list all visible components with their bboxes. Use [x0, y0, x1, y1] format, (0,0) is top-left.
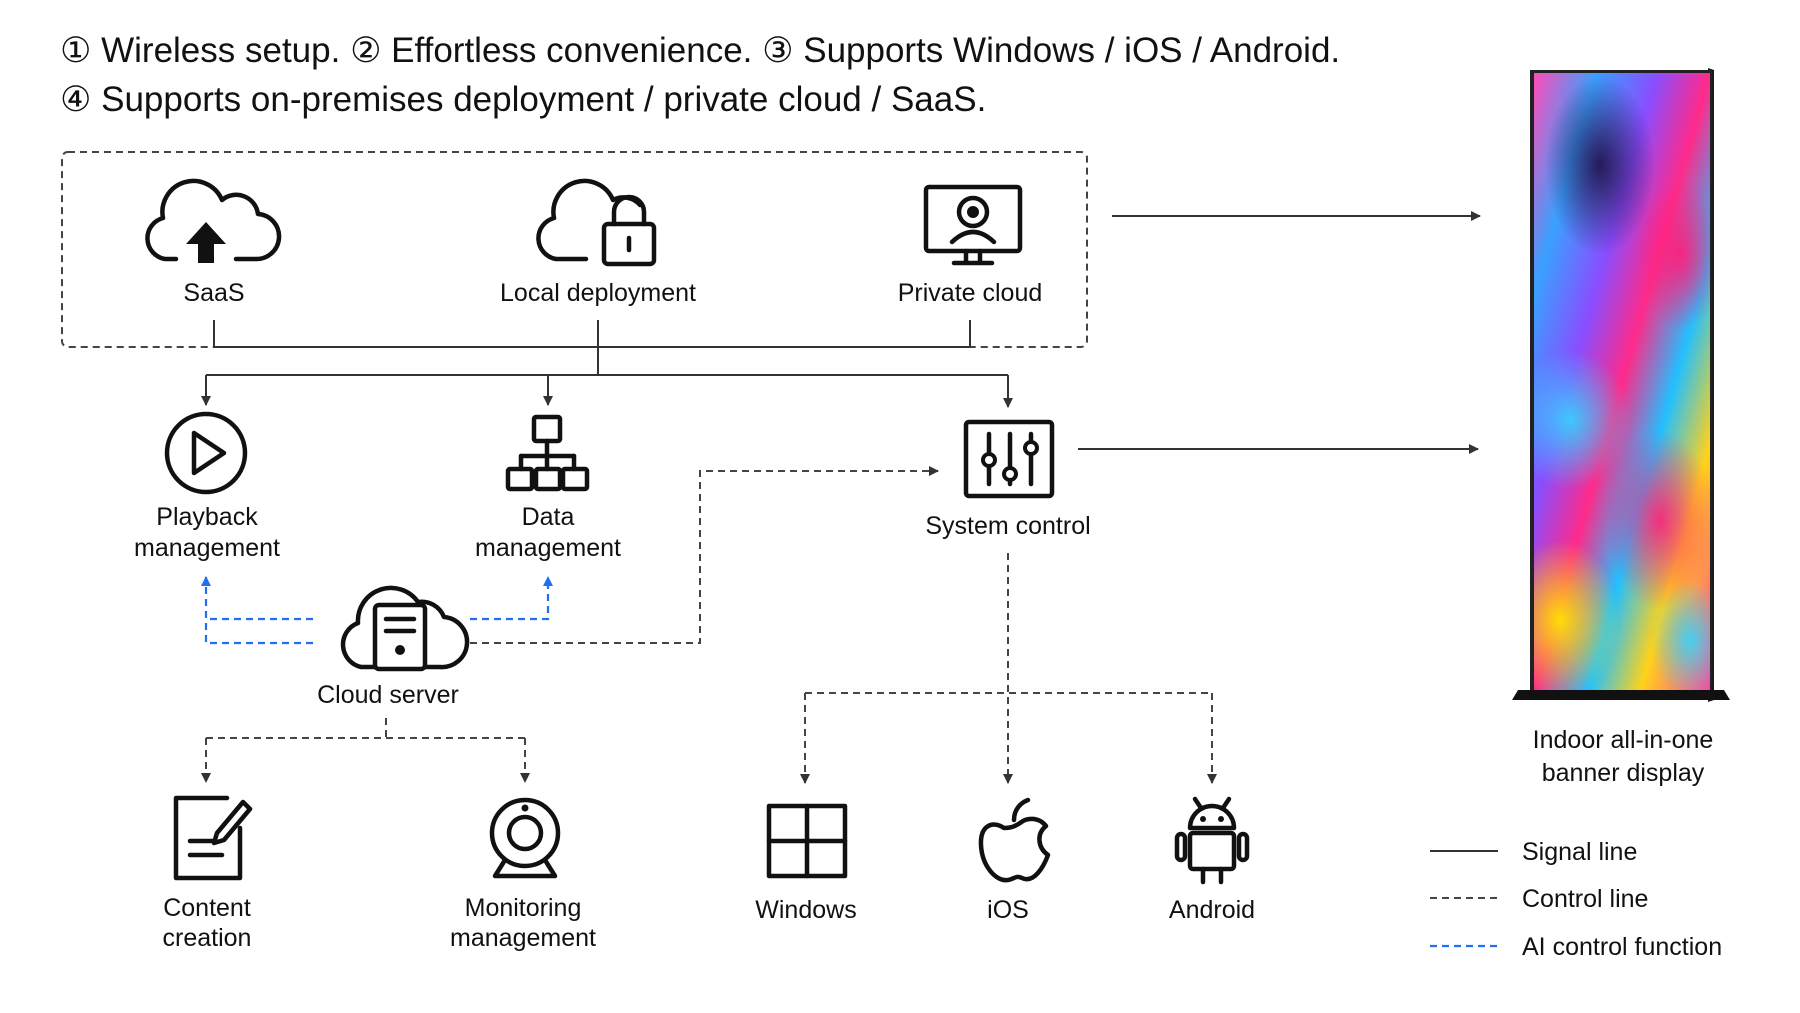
play-circle-icon [164, 411, 248, 495]
system-control-label: System control [925, 512, 1090, 540]
apple-logo-icon [978, 797, 1051, 883]
content-creation-label-line-2: creation [163, 924, 252, 952]
display-label-line-1: Indoor all-in-one [1533, 726, 1714, 754]
sliders-icon [963, 419, 1055, 499]
android-label: Android [1169, 896, 1255, 924]
playback-label-line-2: management [134, 534, 280, 562]
private-cloud-label: Private cloud [898, 279, 1043, 307]
header-line-2: ④ Supports on-premises deployment / priv… [60, 80, 986, 119]
local-deployment-label: Local deployment [500, 279, 696, 307]
control-lines [201, 466, 1217, 784]
cloud-server-label: Cloud server [317, 681, 459, 709]
data-management-label-line-1: Data [522, 503, 575, 531]
cloud-lock-icon [536, 178, 657, 267]
cloud-upload-icon [145, 178, 282, 263]
playback-label-line-1: Playback [156, 503, 258, 531]
windows-logo-icon [766, 803, 848, 879]
banner-display [1512, 68, 1730, 702]
data-management-label-line-2: management [475, 534, 621, 562]
monitoring-label-line-2: management [450, 924, 596, 952]
legend-signal-label: Signal line [1522, 838, 1637, 866]
signal-lines-deployment [201, 211, 1481, 454]
edit-document-icon [173, 795, 253, 881]
webcam-icon [489, 797, 561, 879]
cloud-server-icon [340, 585, 470, 672]
legend-ai-label: AI control function [1522, 933, 1722, 961]
content-creation-label-line-1: Content [163, 894, 251, 922]
legend: Signal line Control line AI control func… [1430, 838, 1722, 961]
hierarchy-icon [505, 414, 590, 492]
ios-label: iOS [987, 896, 1029, 924]
android-logo-icon [1174, 796, 1250, 885]
monitoring-label-line-1: Monitoring [465, 894, 582, 922]
monitor-user-icon [923, 184, 1023, 266]
saas-label: SaaS [183, 279, 244, 307]
header-line-1: ① Wireless setup. ② Effortless convenien… [60, 31, 1340, 70]
legend-control-label: Control line [1522, 885, 1648, 913]
ai-control-lines [201, 576, 553, 645]
display-label-line-2: banner display [1542, 759, 1705, 787]
windows-label: Windows [755, 896, 856, 924]
